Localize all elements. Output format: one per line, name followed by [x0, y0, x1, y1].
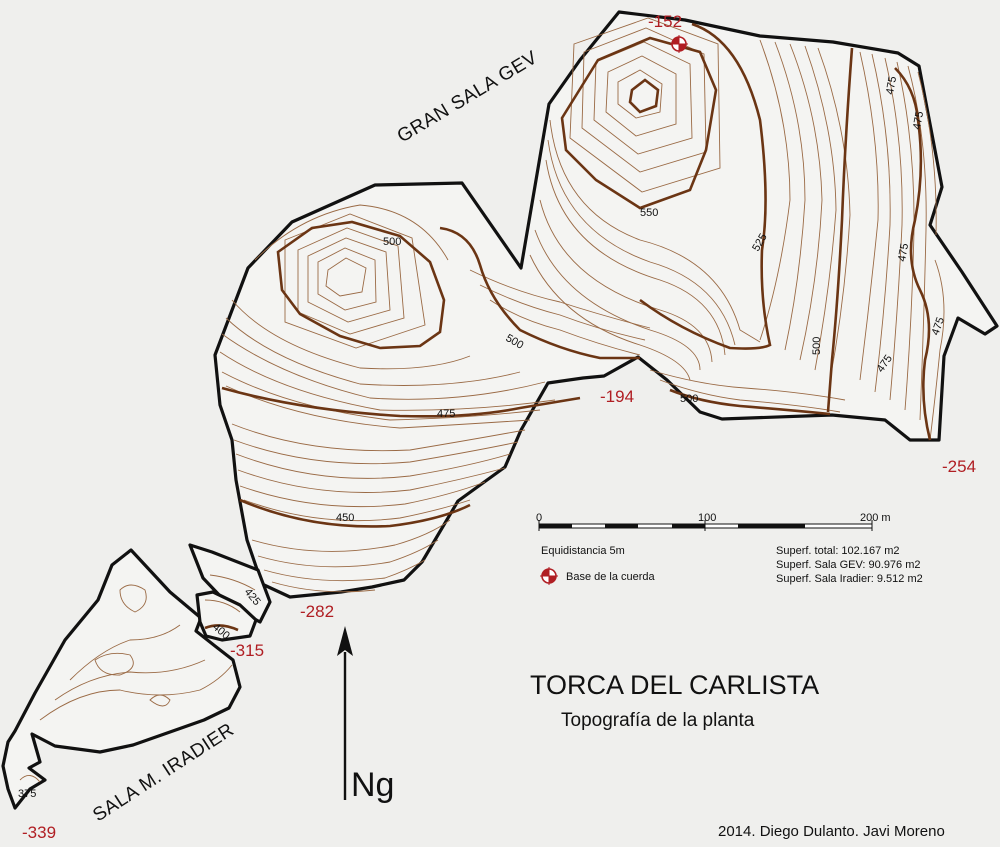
scale-bar: 0 100 200 m — [536, 512, 891, 531]
gran-sala-gev-outline — [213, 10, 999, 599]
passage-outline-upper — [188, 543, 272, 624]
depth-label-254: -254 — [942, 457, 976, 476]
legend-rope-base-label: Base de la cuerda — [566, 571, 656, 583]
contour-label-475-ne: 475 — [884, 75, 899, 95]
depth-label-339: -339 — [22, 823, 56, 842]
depth-label-152: -152 — [648, 12, 682, 31]
area-total: Superf. total: 102.167 m2 — [776, 545, 900, 557]
rope-base-marker[interactable] — [670, 35, 688, 53]
legend-equidistance: Equidistancia 5m — [541, 545, 625, 557]
sala-iradier-outline — [1, 548, 242, 810]
legend: Equidistancia 5m Base de la cuerda Super… — [540, 545, 923, 585]
scale-tick-0: 0 — [536, 512, 542, 524]
depth-labels: -152 -194 -254 -282 -315 -339 — [22, 12, 976, 842]
north-label: Ng — [351, 766, 394, 804]
north-arrow: Ng — [337, 626, 394, 804]
depth-label-282: -282 — [300, 602, 334, 621]
area-sala-gev: Superf. Sala GEV: 90.976 m2 — [776, 559, 921, 571]
contour-label-475-e3: 475 — [930, 316, 948, 337]
scale-tick-100: 100 — [698, 512, 716, 524]
contour-label-550: 550 — [640, 207, 658, 219]
contour-label-375: 375 — [18, 788, 36, 800]
iradier-contours — [19, 574, 256, 783]
contour-label-500-west: 500 — [383, 236, 401, 248]
depth-label-315: -315 — [230, 641, 264, 660]
room-label-gran-sala-gev: GRAN SALA GEV — [394, 47, 542, 147]
minor-contours-gev — [469, 17, 945, 441]
legend-rope-base-icon — [540, 567, 558, 585]
map-credits: 2014. Diego Dulanto. Javi Moreno — [718, 823, 945, 840]
map-title: TORCA DEL CARLISTA — [530, 670, 819, 700]
area-sala-iradier: Superf. Sala Iradier: 9.512 m2 — [776, 573, 923, 585]
contour-label-450: 450 — [336, 512, 354, 524]
contour-label-475-e2: 475 — [896, 242, 911, 262]
passage-outline-lower — [195, 590, 258, 642]
contour-label-475-e1: 475 — [911, 110, 926, 130]
map-subtitle: Topografía de la planta — [561, 710, 755, 731]
depth-label-194: -194 — [600, 387, 634, 406]
contour-label-500-south: 500 — [680, 393, 698, 405]
scale-tick-200: 200 m — [860, 512, 891, 524]
major-contours — [221, 22, 932, 528]
contour-label-500-east: 500 — [811, 337, 823, 355]
contour-label-475-west: 475 — [437, 408, 455, 420]
